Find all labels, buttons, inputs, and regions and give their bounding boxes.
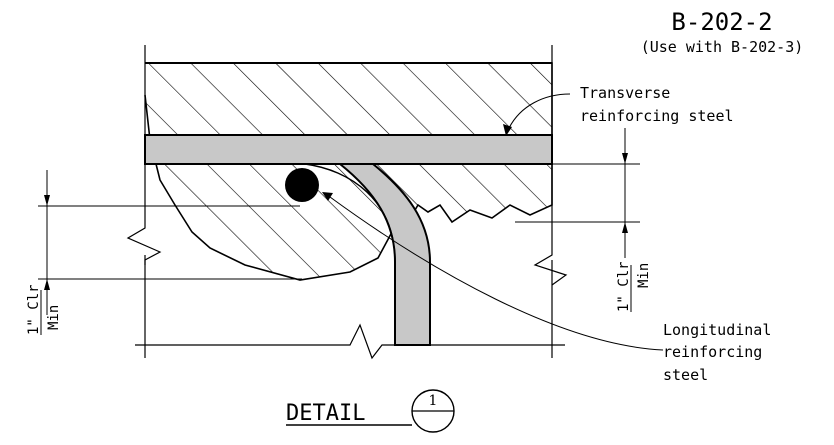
dim-arrow-right-bottom xyxy=(622,222,628,233)
transverse-leader xyxy=(507,93,571,131)
transverse-label-line2: reinforcing steel xyxy=(580,107,734,125)
longitudinal-leader-arrow xyxy=(322,192,333,201)
longitudinal-label-line2: reinforcing xyxy=(663,343,762,361)
clearance-label-right-top: 1" Clr xyxy=(616,261,632,312)
dim-arrow-left-bottom xyxy=(44,279,50,290)
detail-number: 1 xyxy=(429,393,438,409)
transverse-steel-bar xyxy=(144,134,553,165)
transverse-label-line1: Transverse xyxy=(580,84,670,102)
dim-arrow-right-top xyxy=(622,153,628,164)
longitudinal-bar xyxy=(285,168,319,202)
longitudinal-label-line1: Longitudinal xyxy=(663,321,771,339)
break-mark-right xyxy=(533,213,568,286)
hooked-bar-inner-curve xyxy=(304,163,396,263)
hooked-bar xyxy=(337,163,431,346)
detail-label: DETAIL xyxy=(286,401,365,426)
dim-arrow-left-top xyxy=(44,195,50,206)
clearance-label-left-top: 1" Clr xyxy=(26,284,42,335)
transverse-leader-arrow xyxy=(503,124,512,136)
clearance-label-left-bottom: Min xyxy=(46,305,62,330)
deck-bottom-line xyxy=(135,323,565,360)
sheet-note: (Use with B-202-3) xyxy=(641,38,804,56)
sheet-id: B-202-2 xyxy=(671,8,772,36)
break-mark-left xyxy=(126,213,162,265)
longitudinal-leader xyxy=(329,196,664,351)
clearance-label-right-bottom: Min xyxy=(636,263,652,288)
longitudinal-label-line3: steel xyxy=(663,366,708,384)
